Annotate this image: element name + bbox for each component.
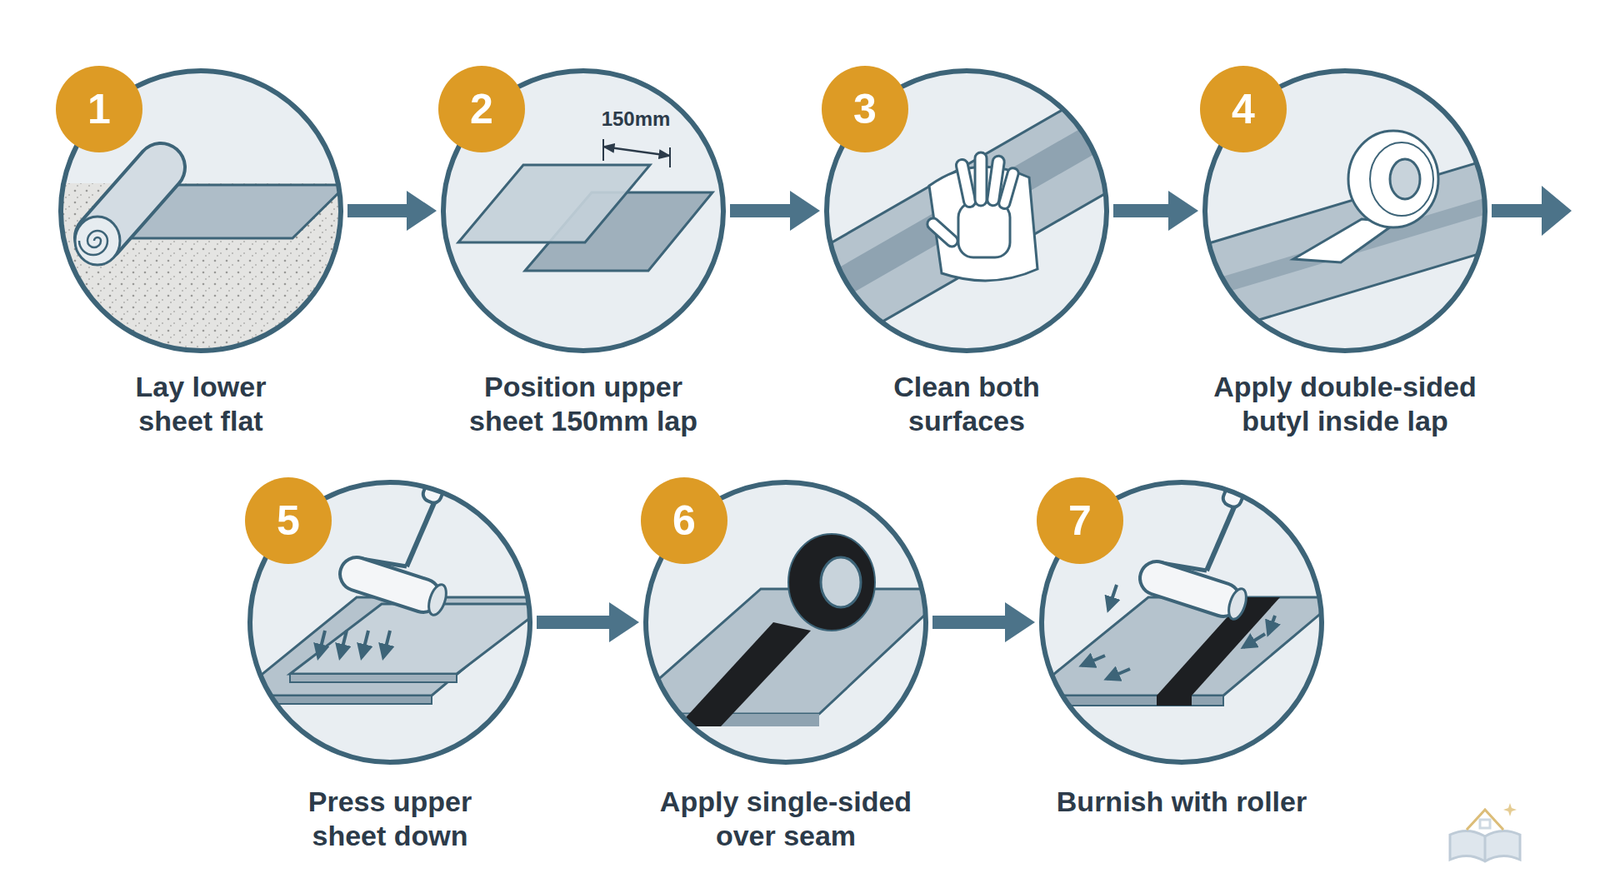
step-circle: Burnish with roller7: [1039, 480, 1325, 765]
step-caption-box: Apply single-sided over seam: [640, 785, 932, 854]
watermark-logo: [1450, 803, 1520, 862]
step-circle: Clean both surfaces3: [824, 68, 1110, 354]
step-number-badge: 6: [640, 477, 728, 565]
flow-arrow: [730, 190, 820, 231]
step-caption: Lay lower sheet flat: [135, 370, 267, 437]
step-caption: Position upper sheet 150mm lap: [469, 370, 698, 437]
step-caption-box: Burnish with roller: [1006, 785, 1357, 820]
lay-sheet-illustration: [50, 68, 351, 359]
step-caption-box: Press upper sheet down: [290, 785, 490, 854]
flow-arrow: [347, 190, 437, 231]
step-caption: Apply single-sided over seam: [660, 785, 912, 852]
step-caption-box: Clean both surfaces: [875, 370, 1059, 439]
step-caption: Clean both surfaces: [893, 370, 1040, 437]
step-number-badge: 3: [821, 65, 909, 153]
flow-arrow: [536, 602, 640, 643]
step-number-badge: 5: [245, 477, 332, 565]
callout-number: 1: [87, 88, 111, 130]
step-circle: Position upper sheet 150mm lap2: [440, 68, 726, 354]
step-caption: Burnish with roller: [1056, 785, 1307, 818]
step-caption: Press upper sheet down: [308, 785, 473, 852]
step-circle: Lay lower sheet flat1: [58, 68, 344, 354]
step-circle: Apply double-sided butyl inside lap4: [1202, 68, 1488, 354]
callout-number: 7: [1068, 500, 1092, 542]
step-caption-box: Position upper sheet 150mm lap: [450, 370, 717, 439]
step-number-badge: 7: [1036, 477, 1124, 565]
callout-number: 3: [853, 88, 877, 130]
step-number-badge: 4: [1200, 65, 1287, 153]
step-caption-box: Apply double-sided butyl inside lap: [1190, 370, 1500, 439]
flow-arrow: [932, 602, 1035, 643]
callout-number: 5: [276, 500, 300, 542]
flow-arrow: [1113, 190, 1199, 231]
lap-illustration: [440, 68, 726, 354]
callout-number: 6: [672, 500, 696, 542]
callout-number: 4: [1231, 88, 1255, 130]
dimension-label: 150mm: [601, 107, 671, 131]
step-number-badge: 1: [55, 65, 143, 153]
step-number-badge: 2: [438, 65, 525, 153]
step-circle: Apply single-sided over seam6: [643, 480, 929, 765]
flow-arrow: [1491, 185, 1572, 236]
step-caption: Apply double-sided butyl inside lap: [1213, 370, 1476, 437]
callout-number: 2: [470, 88, 494, 130]
burnish-illustration: [1027, 462, 1340, 765]
step-caption-box: Lay lower sheet flat: [113, 370, 289, 439]
press-illustration: [235, 458, 549, 765]
step-circle: Press upper sheet down5: [247, 480, 533, 765]
